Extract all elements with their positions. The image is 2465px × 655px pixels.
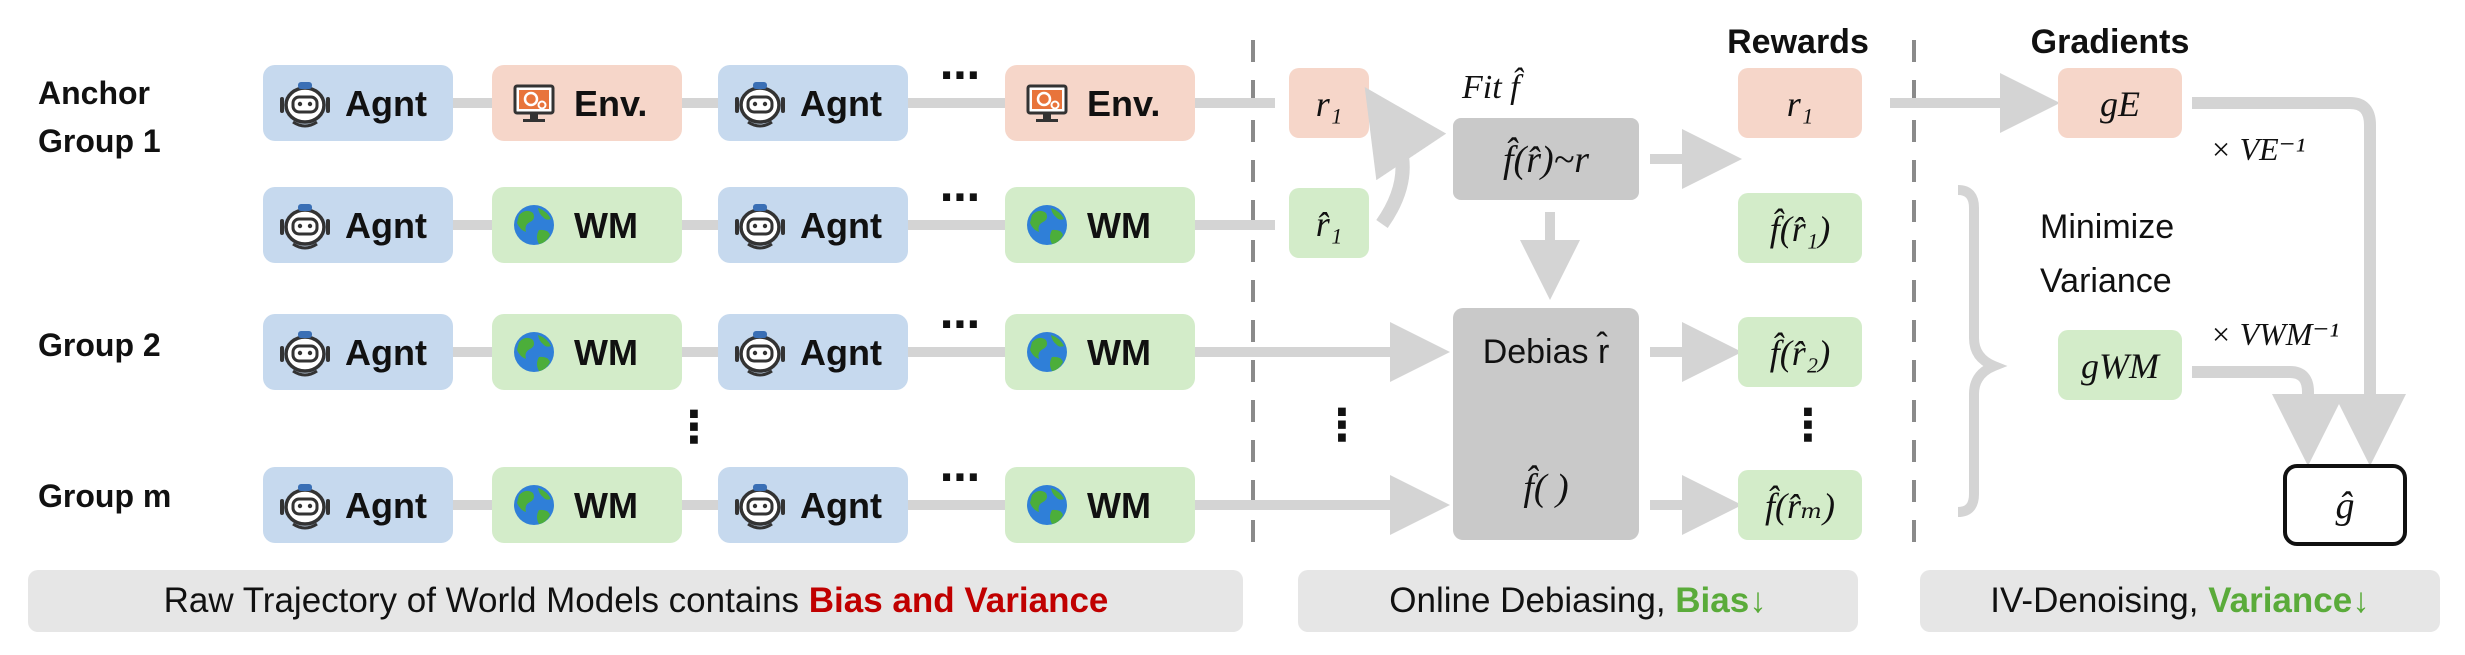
row-ellipsis: ⋯ <box>940 176 980 220</box>
agent-label: Agnt <box>345 332 427 373</box>
debias-f-empty: f̂( ) <box>1523 465 1568 509</box>
wm-box: WM <box>1005 314 1195 390</box>
row-ellipsis: ⋯ <box>940 456 980 500</box>
middle-vdots: ⋮ <box>1320 401 1364 450</box>
gE-text: gE <box>2100 84 2140 124</box>
wm-box: WM <box>492 467 682 543</box>
arrow-gE-to-ghat <box>2192 97 2406 466</box>
agent-label: Agnt <box>800 332 882 373</box>
gradients-header: Gradients <box>2031 23 2190 61</box>
vWM-label: × VWM⁻¹ <box>2210 316 2339 352</box>
minimize-label-line1: Minimize <box>2040 208 2174 246</box>
reward-box-m <box>1738 470 1862 540</box>
env-box: Env. <box>492 65 682 141</box>
agent-box: Agnt <box>263 314 453 390</box>
globe-icon <box>514 205 554 245</box>
reward-text-2: f̂(r̂₁) <box>1770 207 1831 249</box>
fit-box-text: f̂(r̂)~r <box>1503 137 1589 181</box>
vE-label: × VE⁻¹ <box>2210 131 2305 167</box>
wm-label: WM <box>574 332 638 373</box>
agent-box: Agnt <box>718 187 908 263</box>
rewards-vdots: ⋮ <box>1786 401 1830 450</box>
minimize-label-line2: Variance <box>2040 262 2172 300</box>
ghat-box <box>2283 464 2407 546</box>
env-box: Env. <box>1005 65 1195 141</box>
wm-box: WM <box>1005 467 1195 543</box>
rhat1-text: r̂₁ <box>1316 204 1343 244</box>
caption-left: Raw Trajectory of World Models contains … <box>164 581 1109 620</box>
wm-label: WM <box>1087 205 1151 246</box>
wm-box: WM <box>492 314 682 390</box>
r1-text: r₁ <box>1316 84 1343 124</box>
r1-box <box>1289 68 1369 138</box>
agent-label: Agnt <box>345 205 427 246</box>
caption-right-highlight: Variance↓ <box>2208 581 2370 620</box>
curly-brace <box>1957 185 2008 517</box>
row-ellipsis: ⋯ <box>940 54 980 98</box>
caption-left-highlight: Bias and Variance <box>809 581 1109 620</box>
reward-box-2 <box>1738 193 1862 263</box>
agent-label: Agnt <box>345 485 427 526</box>
rows-vdots: ⋮ <box>672 403 716 452</box>
reward-box-1 <box>1738 68 1862 138</box>
gWM-box <box>2058 330 2182 400</box>
arrow-gWM-to-ghat <box>2192 366 2344 466</box>
caption-mid-highlight: Bias↓ <box>1675 581 1766 620</box>
wm-label: WM <box>574 485 638 526</box>
wm-label: WM <box>574 205 638 246</box>
row-ellipsis: ⋯ <box>940 303 980 347</box>
wm-label: WM <box>1087 485 1151 526</box>
globe-icon <box>514 332 554 372</box>
reward-text-3: f̂(r̂₂) <box>1770 331 1831 373</box>
row-label-group2: Group 2 <box>38 327 161 363</box>
reward-text-1: r₁ <box>1787 84 1814 124</box>
debias-label: Debias r̂ <box>1483 332 1610 371</box>
env-label: Env. <box>574 83 647 124</box>
wm-box: WM <box>1005 187 1195 263</box>
caption-right-bg <box>1920 570 2440 632</box>
gE-box <box>2058 68 2182 138</box>
row-label-anchor-line2: Group 1 <box>38 123 161 159</box>
agent-box: Agnt <box>263 467 453 543</box>
agent-box: Agnt <box>718 314 908 390</box>
caption-mid: Online Debiasing, Bias↓ <box>1389 581 1766 620</box>
gWM-text: gWM <box>2081 346 2161 386</box>
agent-box: Agnt <box>718 467 908 543</box>
wm-box: WM <box>492 187 682 263</box>
agent-box: Agnt <box>263 65 453 141</box>
globe-icon <box>1027 205 1067 245</box>
globe-icon <box>1027 332 1067 372</box>
row-label-anchor-line1: Anchor <box>38 75 150 111</box>
caption-mid-bg <box>1298 570 1858 632</box>
rewards-header: Rewards <box>1727 23 1869 61</box>
agent-label: Agnt <box>345 83 427 124</box>
caption-left-bg <box>28 570 1243 632</box>
globe-icon <box>1027 485 1067 525</box>
agent-label: Agnt <box>800 205 882 246</box>
agent-label: Agnt <box>800 485 882 526</box>
agent-label: Agnt <box>800 83 882 124</box>
caption-right: IV-Denoising, Variance↓ <box>1990 581 2369 620</box>
globe-icon <box>514 485 554 525</box>
agent-box: Agnt <box>263 187 453 263</box>
wm-label: WM <box>1087 332 1151 373</box>
fit-label: Fit f̂ <box>1461 67 1524 106</box>
reward-text-m: f̂(r̂ₘ) <box>1765 484 1835 526</box>
agent-box: Agnt <box>718 65 908 141</box>
row-label-groupm: Group m <box>38 478 171 514</box>
debias-box <box>1453 308 1639 540</box>
caption-left-prefix: Raw Trajectory of World Models contains <box>164 581 809 620</box>
env-label: Env. <box>1087 83 1160 124</box>
caption-right-prefix: IV-Denoising, <box>1990 581 2208 620</box>
reward-box-3 <box>1738 317 1862 387</box>
ghat-text: ĝ <box>2336 485 2355 527</box>
rhat1-box <box>1289 188 1369 258</box>
caption-mid-prefix: Online Debiasing, <box>1389 581 1675 620</box>
curve-arrow <box>1364 87 1447 229</box>
fit-box <box>1453 118 1639 200</box>
